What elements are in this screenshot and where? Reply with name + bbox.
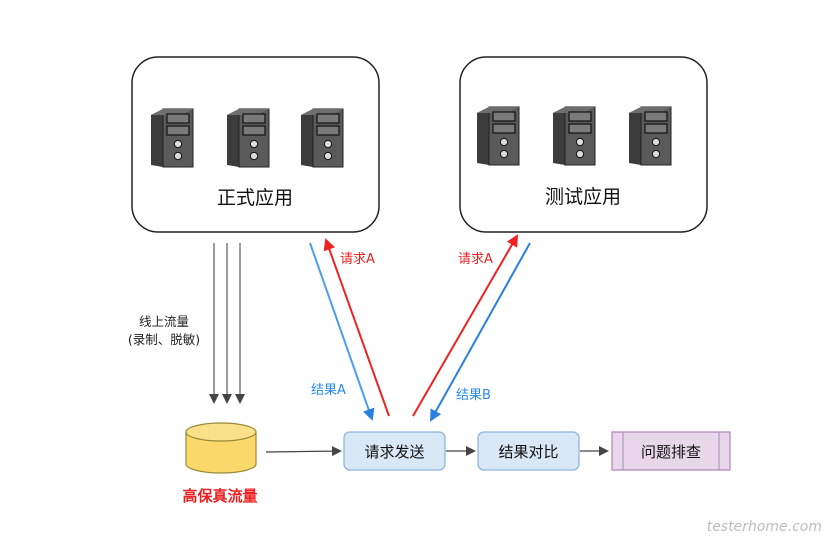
server-icon bbox=[301, 108, 344, 168]
traffic-arrows bbox=[209, 243, 245, 404]
test-app-box: 测试应用 bbox=[459, 56, 708, 233]
traffic-label-line1: 线上流量 bbox=[139, 314, 189, 329]
db-to-send-arrow bbox=[265, 446, 342, 457]
result-b-arrow bbox=[430, 242, 531, 422]
result-b-label: 结果B bbox=[456, 388, 491, 403]
server-icon bbox=[227, 108, 270, 168]
server-icon bbox=[151, 108, 194, 168]
request-send-label: 请求发送 bbox=[364, 443, 424, 461]
server-icon bbox=[553, 106, 596, 166]
request-a-left-label: 请求A bbox=[340, 252, 375, 267]
result-compare-label: 结果对比 bbox=[498, 443, 558, 461]
result-compare-box: 结果对比 bbox=[477, 431, 580, 471]
database-icon bbox=[185, 422, 257, 474]
server-icon bbox=[477, 106, 520, 166]
traffic-label-line2: (录制、脱敏) bbox=[128, 332, 200, 347]
result-a-label: 结果A bbox=[311, 383, 346, 398]
request-send-box: 请求发送 bbox=[343, 431, 446, 471]
request-a-right-arrow bbox=[412, 234, 519, 417]
investigate-box: 问题排查 bbox=[611, 431, 731, 471]
watermark: testerhome.com bbox=[707, 519, 822, 535]
request-a-right-label: 请求A bbox=[458, 252, 493, 267]
database-label: 高保真流量 bbox=[182, 487, 257, 505]
result-a-arrow bbox=[309, 242, 375, 421]
production-app-box: 正式应用 bbox=[131, 56, 380, 233]
server-icon bbox=[629, 106, 672, 166]
test-app-label: 测试应用 bbox=[545, 186, 621, 208]
production-app-label: 正式应用 bbox=[217, 187, 293, 209]
request-a-left-arrow bbox=[323, 238, 390, 417]
investigate-label: 问题排查 bbox=[641, 443, 701, 461]
